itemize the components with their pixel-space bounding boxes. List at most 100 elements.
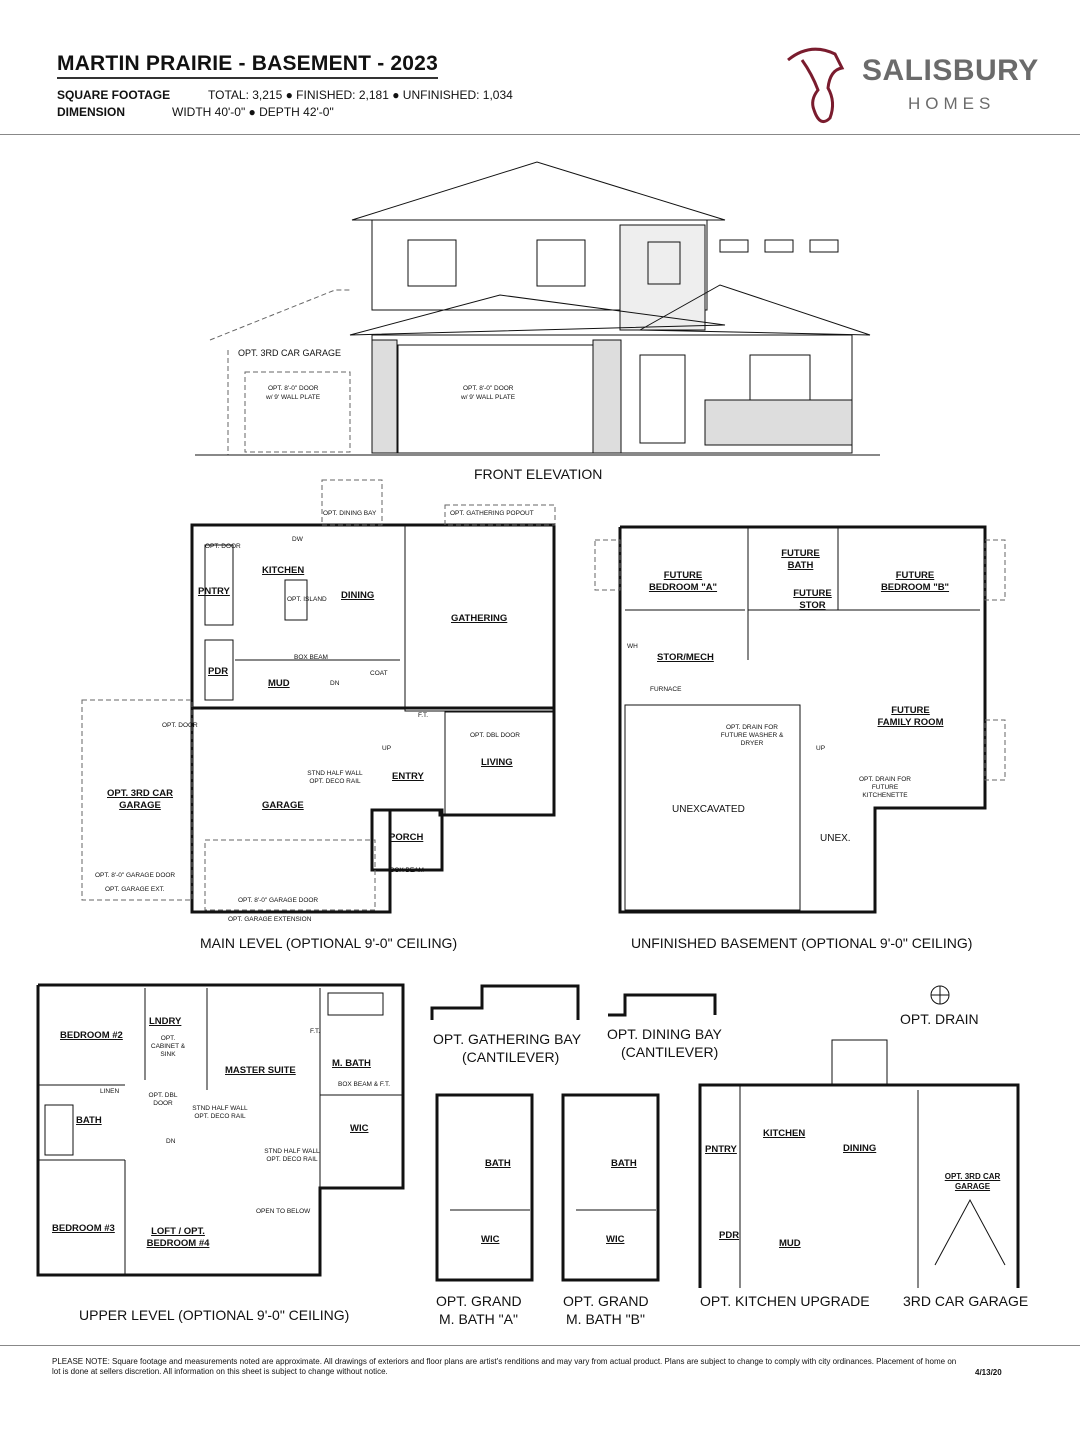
ku-pdr: PDR (719, 1230, 740, 1241)
disclaimer-note: PLEASE NOTE: Square footage and measurem… (52, 1357, 957, 1377)
ml-box-beam: BOX BEAM (294, 654, 328, 661)
ml-dining-bay: OPT. DINING BAY (323, 510, 377, 517)
ml-coat: COAT (370, 670, 388, 677)
main-level-drawing (81, 479, 556, 914)
ul-open-to-below: OPEN TO BELOW (256, 1208, 311, 1215)
ul-bath: BATH (76, 1115, 102, 1126)
opt-kitchen-upgrade: OPT. KITCHEN UPGRADE (700, 1293, 870, 1309)
ml-box-beam-2: BOX BEAM (390, 867, 424, 874)
bs-up: UP (816, 745, 826, 752)
opt-drain: OPT. DRAIN (900, 1011, 979, 1027)
bs-family-room: FUTURE FAMILY ROOM (877, 705, 944, 728)
elev-door1: OPT. 8'-0" DOOR (268, 385, 319, 392)
ul-half-wall-1: STND HALF WALL OPT. DECO RAIL (192, 1105, 248, 1120)
ul-master-suite: MASTER SUITE (225, 1065, 296, 1076)
ml-pdr: PDR (208, 666, 229, 677)
opt-bath-a-sub: M. BATH "A" (439, 1311, 518, 1327)
logo-sub: HOMES (908, 94, 996, 113)
ml-gathering: GATHERING (451, 613, 508, 624)
ku-dining: DINING (843, 1143, 877, 1154)
bs-wh: WH (627, 643, 638, 650)
ml-opt-dbl-door: OPT. DBL DOOR (470, 732, 520, 739)
ul-bedroom-3: BEDROOM #3 (52, 1223, 115, 1234)
ml-opt-door: OPT. DOOR (205, 543, 241, 550)
ku-kitchen: KITCHEN (763, 1128, 806, 1139)
floor-plan-drawings (36, 161, 1020, 1288)
ku-pantry: PNTRY (705, 1144, 737, 1155)
upper-level-drawing (36, 983, 405, 1277)
bs-stor-mech: STOR/MECH (657, 652, 714, 663)
g3-label: OPT. 3RD CAR GARAGE (944, 1172, 1001, 1191)
lion-logo-icon (787, 47, 845, 124)
ml-dining: DINING (341, 590, 375, 601)
bath-b-bath: BATH (611, 1158, 637, 1169)
upper-level-caption: UPPER LEVEL (OPTIONAL 9'-0" CEILING) (79, 1307, 350, 1323)
ml-garage: GARAGE (262, 800, 304, 811)
ml-opt-3rd-garage: OPT. 3RD CAR GARAGE (107, 788, 173, 811)
basement-caption: UNFINISHED BASEMENT (OPTIONAL 9'-0" CEIL… (631, 935, 973, 951)
ml-pantry: PNTRY (198, 586, 230, 597)
ml-entry: ENTRY (392, 771, 424, 782)
main-level-caption: MAIN LEVEL (OPTIONAL 9'-0" CEILING) (200, 935, 458, 951)
logo-brand: SALISBURY (862, 54, 1039, 87)
ml-ft: F.T. (418, 712, 429, 719)
ul-bedroom-2: BEDROOM #2 (60, 1030, 123, 1041)
bs-bedroom-a: FUTURE BEDROOM "A" (648, 570, 718, 593)
elev-door2: OPT. 8'-0" DOOR (463, 385, 514, 392)
ml-mud: MUD (268, 678, 290, 689)
ml-dn: DN (330, 680, 340, 687)
ul-loft: LOFT / OPT. BEDROOM #4 (146, 1226, 210, 1249)
ul-wic: WIC (350, 1123, 369, 1134)
bs-future-bath: FUTURE BATH (781, 548, 820, 571)
ul-box-beam: BOX BEAM & F.T. (338, 1081, 391, 1088)
opt-gathering-bay: OPT. GATHERING BAY (433, 1031, 582, 1047)
basement-drawing (594, 525, 1006, 914)
bs-drain-kitchenette: OPT. DRAIN FOR FUTURE KITCHENETTE (858, 776, 911, 799)
ml-kitchen: KITCHEN (262, 565, 305, 576)
bs-furnace: FURNACE (650, 686, 682, 693)
ml-porch: PORCH (389, 832, 424, 843)
revision-date: 4/13/20 (975, 1368, 1002, 1377)
ml-gathering-popout: OPT. GATHERING POPOUT (450, 510, 534, 517)
ml-opt-garage-ext: OPT. GARAGE EXT. (105, 886, 165, 893)
ku-mud: MUD (779, 1238, 801, 1249)
opt-dining-bay-sub: (CANTILEVER) (621, 1044, 719, 1060)
ml-opt-garage-door-2: OPT. 8'-0" GARAGE DOOR (238, 897, 319, 904)
footer-divider (0, 1345, 1080, 1346)
opt-bath-a: OPT. GRAND (436, 1293, 522, 1309)
square-footage-value: TOTAL: 3,215 ● FINISHED: 2,181 ● UNFINIS… (208, 88, 513, 102)
ml-opt-garage-extension: OPT. GARAGE EXTENSION (228, 916, 312, 923)
ul-dn: DN (166, 1138, 176, 1145)
ml-half-wall: STND HALF WALL OPT. DECO RAIL (307, 770, 363, 785)
bs-future-stor: FUTURE STOR (793, 588, 832, 611)
opt-dining-bay: OPT. DINING BAY (607, 1026, 722, 1042)
elev-door1b: w/ 9' WALL PLATE (266, 394, 321, 401)
header-divider (0, 134, 1080, 135)
elev-opt-garage: OPT. 3RD CAR GARAGE (238, 348, 342, 358)
ul-half-wall-2: STND HALF WALL OPT. DECO RAIL (264, 1148, 320, 1163)
ml-up: UP (382, 745, 392, 752)
front-elevation-drawing (195, 161, 880, 456)
logo (780, 40, 860, 130)
front-elevation-caption: FRONT ELEVATION (474, 466, 603, 482)
dimension-value: WIDTH 40'-0" ● DEPTH 42'-0" (172, 105, 334, 119)
ul-opt-cabinet: OPT. CABINET & SINK (150, 1035, 186, 1058)
ml-opt-garage-door-1: OPT. 8'-0" GARAGE DOOR (95, 872, 176, 879)
bath-b-wic: WIC (606, 1234, 625, 1245)
bs-bedroom-b: FUTURE BEDROOM "B" (880, 570, 950, 593)
bs-drain-washer: OPT. DRAIN FOR FUTURE WASHER & DRYER (720, 724, 784, 747)
ul-m-bath: M. BATH (332, 1058, 371, 1069)
opt-bath-b-sub: M. BATH "B" (566, 1311, 645, 1327)
dimension-label: DIMENSION (57, 105, 126, 119)
bs-unexcavated: UNEXCAVATED (672, 804, 745, 815)
opt-3rd-car-garage: 3RD CAR GARAGE (903, 1293, 1029, 1309)
ml-opt-island: OPT. ISLAND (287, 596, 327, 603)
opt-bath-b: OPT. GRAND (563, 1293, 649, 1309)
ul-laundry: LNDRY (149, 1016, 182, 1027)
ul-opt-dbl-door: OPT. DBL DOOR (148, 1092, 178, 1107)
square-footage-label: SQUARE FOOTAGE (57, 88, 171, 102)
ml-dw: DW (292, 536, 303, 543)
opt-gathering-bay-sub: (CANTILEVER) (462, 1049, 560, 1065)
bs-unex: UNEX. (820, 833, 851, 844)
elev-door2b: w/ 9' WALL PLATE (461, 394, 516, 401)
